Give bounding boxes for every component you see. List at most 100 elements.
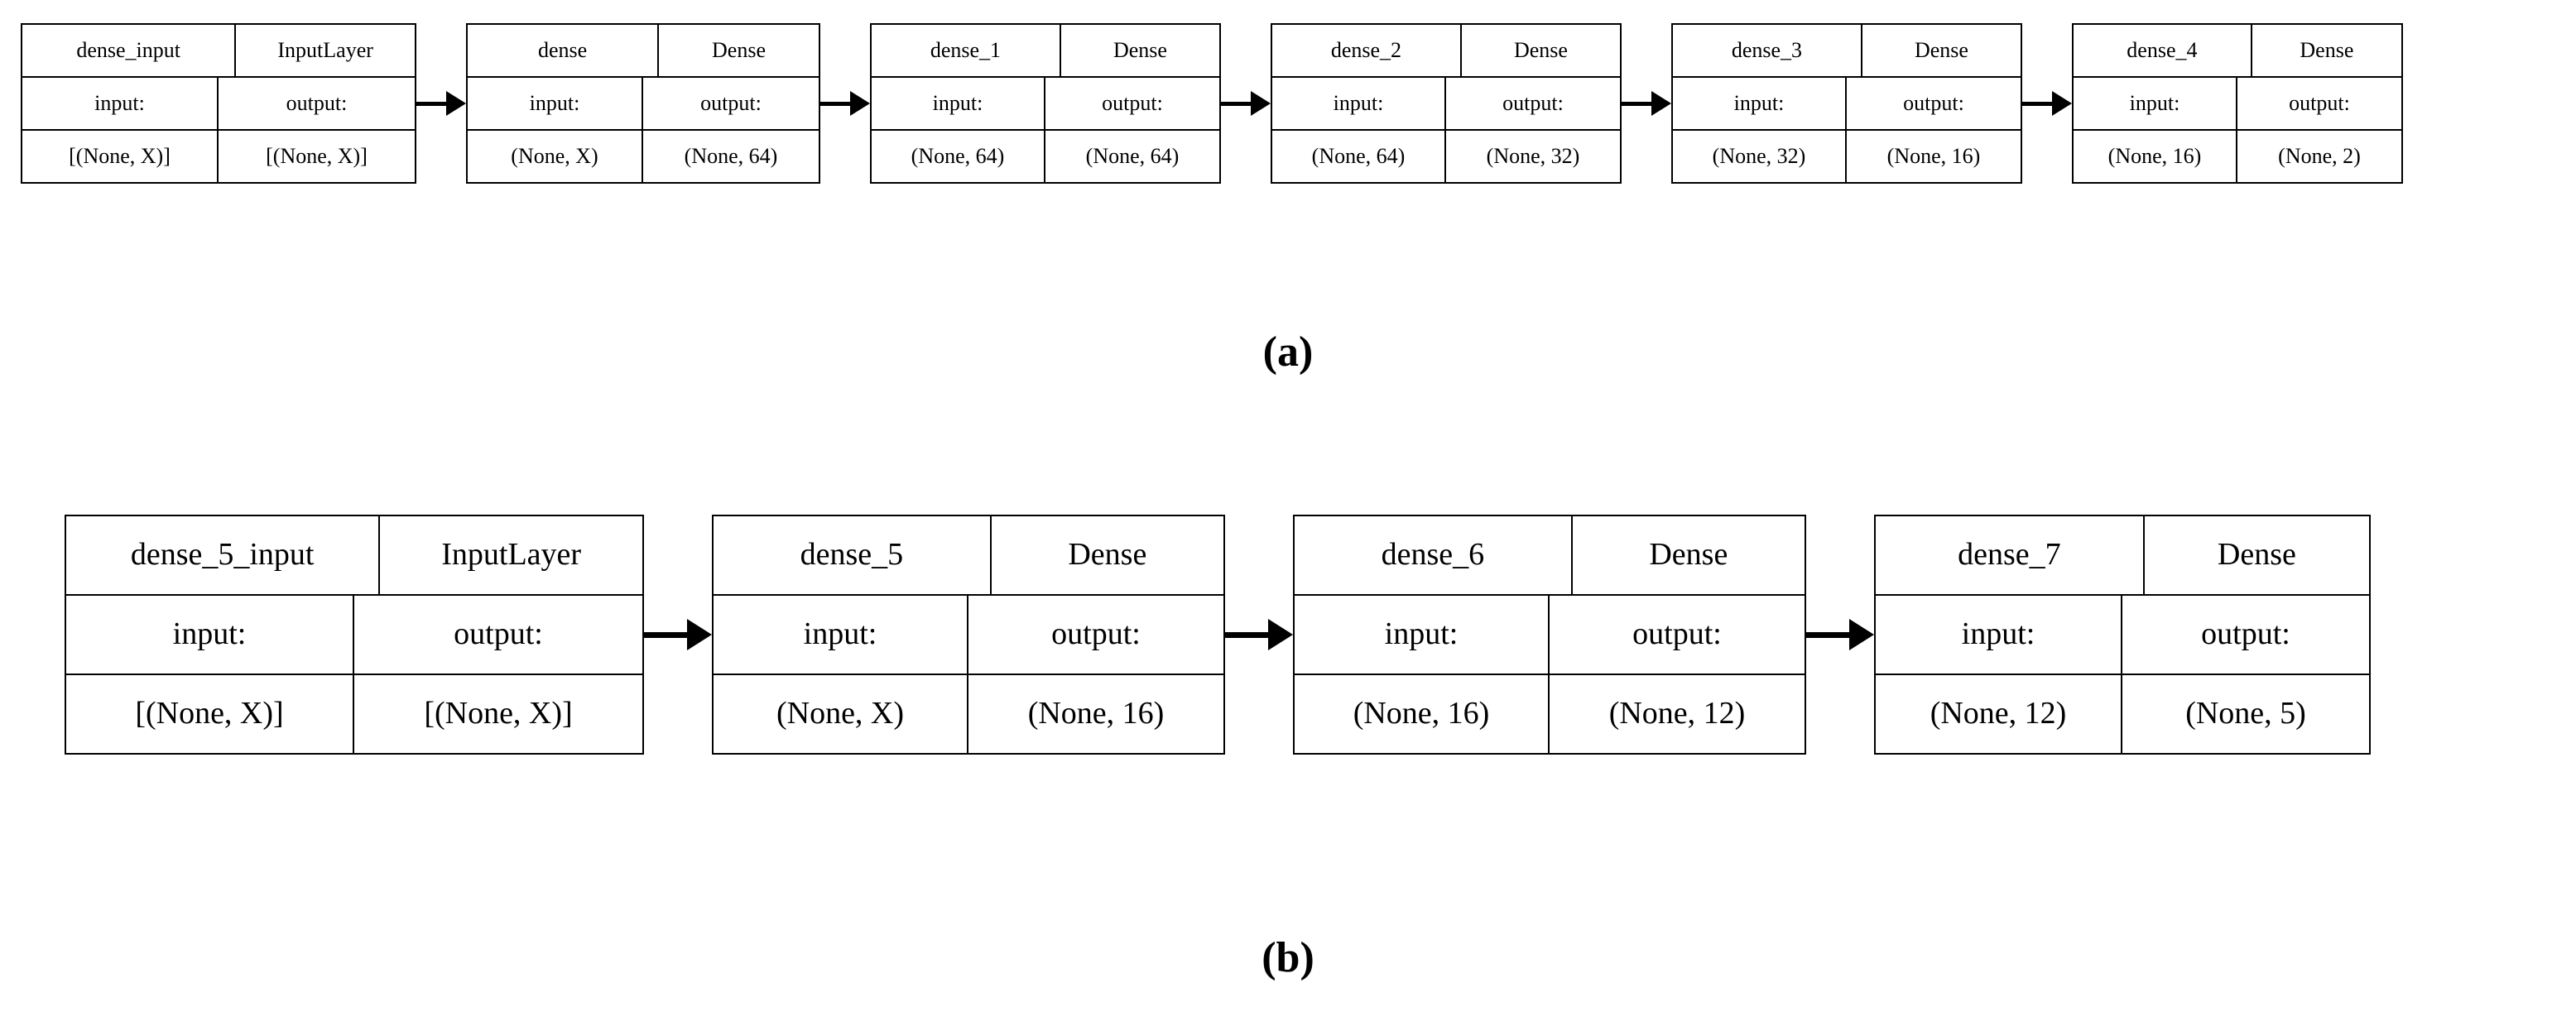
input-label: input: [22,78,219,129]
layer-node-dense_7: dense_7 Dense input:output:(None, 12) (None… [1874,515,2371,755]
layer-name-label: dense_6 [1295,516,1573,594]
arrow-shaft [644,631,688,638]
layer-name-label: dense_7 [1876,516,2145,594]
output-label: output: [286,91,348,116]
arrow-head-icon [1268,619,1293,650]
node-row-io: input:output: [66,596,642,675]
input-shape-value: (None, 16) [1295,675,1550,753]
output-shape-value: (None, 16) [1027,696,1165,731]
node-row-shape: [(None, X)] [(None, X)] [66,675,642,753]
arrow-shaft [1622,101,1652,106]
output-shape-value: (None, 2) [2278,144,2361,169]
node-row-title: dense_6 Dense [1295,516,1805,596]
input-shape-value: (None, 12) [1876,675,2122,753]
connector-arrow-3 [1622,91,1671,116]
node-row-io: input:output: [2074,78,2401,131]
subfigure-caption-b: (b) [1262,934,1314,981]
arrow-head-icon [1849,619,1874,650]
arrow-head-icon [2052,91,2072,116]
input-label: input: [1295,596,1550,674]
layer-type-label: Dense [1649,537,1728,573]
output-shape-value: (None, 64) [684,144,778,169]
input-shape-value: (None, X) [468,131,643,182]
layer-name-label: dense_input [22,25,237,76]
input-label: input: [714,596,968,674]
output-shape-value: (None, 64) [1085,144,1180,169]
node-row-title: dense_7 Dense [1876,516,2369,596]
layer-name-label: dense_5_input [66,516,381,594]
layer-type-label: Dense [1914,38,1968,63]
output-shape-value: [(None, X)] [424,696,573,731]
output-shape-value: (None, 16) [1886,144,1981,169]
node-row-io: input: output: [1673,78,2021,131]
node-row-io: input: output: [1272,78,1620,131]
connector-arrow-0 [416,91,466,116]
node-row-shape: (None, 16) (None, 12) [1295,675,1805,753]
arrow-head-icon [1251,91,1271,116]
subfigure-caption-a: (a) [1262,328,1314,376]
layer-name-label: dense_1 [872,25,1061,76]
arrow-shaft [820,101,851,106]
layer-type-label: Dense [1068,537,1147,573]
output-shape-value: (None, 5) [2185,696,2306,731]
output-label: output: [1502,91,1564,116]
arrow-shaft [1225,631,1269,638]
arrow-shaft [1221,101,1252,106]
connector-arrow-1 [820,91,870,116]
input-label: input: [872,78,1045,129]
layer-name-label: dense_2 [1272,25,1462,76]
input-shape-value: [(None, X)] [22,131,219,182]
arrow-shaft [2022,101,2053,106]
input-label: input: [468,78,643,129]
connector-arrow-4 [2022,91,2072,116]
node-row-title: dense_5_input InputLayer [66,516,642,596]
arrow-head-icon [446,91,466,116]
input-shape-value: (None, X) [714,675,968,753]
input-shape-value: (None, 64) [872,131,1045,182]
input-label: input: [1876,596,2122,674]
input-shape-value: (None, 64) [1272,131,1446,182]
output-shape-value: [(None, X)] [266,144,368,169]
arrow-shaft [416,101,447,106]
node-row-shape: (None, 64) (None, 64) [872,131,1219,182]
input-label: input: [1272,78,1446,129]
node-row-shape: (None, X) (None, 64) [468,131,819,182]
connector-arrow-2 [1806,619,1874,650]
output-shape-value: (None, 12) [1608,696,1746,731]
output-label: output: [1102,91,1163,116]
input-label: input: [2074,78,2237,129]
node-row-shape: [(None, X)] [(None, X)] [22,131,415,182]
input-shape-value: (None, 32) [1673,131,1847,182]
arrow-head-icon [687,619,712,650]
layer-type-label: Dense [2217,537,2296,573]
input-label: input: [1673,78,1847,129]
output-label: output: [1903,91,1964,116]
node-row-io: input: output: [22,78,415,131]
node-row-shape: (None, 64)(None, 32) [1272,131,1620,182]
node-row-io: input: output: [872,78,1219,131]
arrow-head-icon [1651,91,1671,116]
output-label: output: [700,91,762,116]
node-row-io: input: output: [1295,596,1805,675]
input-shape-value: (None, 16) [2074,131,2237,182]
input-shape-value: [(None, X)] [66,675,354,753]
layer-type-label: InputLayer [441,537,582,573]
connector-arrow-1 [1225,619,1293,650]
node-row-io: input:output: [1876,596,2369,675]
output-label: output: [1632,616,1722,652]
layer-name-label: dense_4 [2074,25,2252,76]
connector-arrow-0 [644,619,712,650]
node-row-shape: (None, 16) (None, 2) [2074,131,2401,182]
